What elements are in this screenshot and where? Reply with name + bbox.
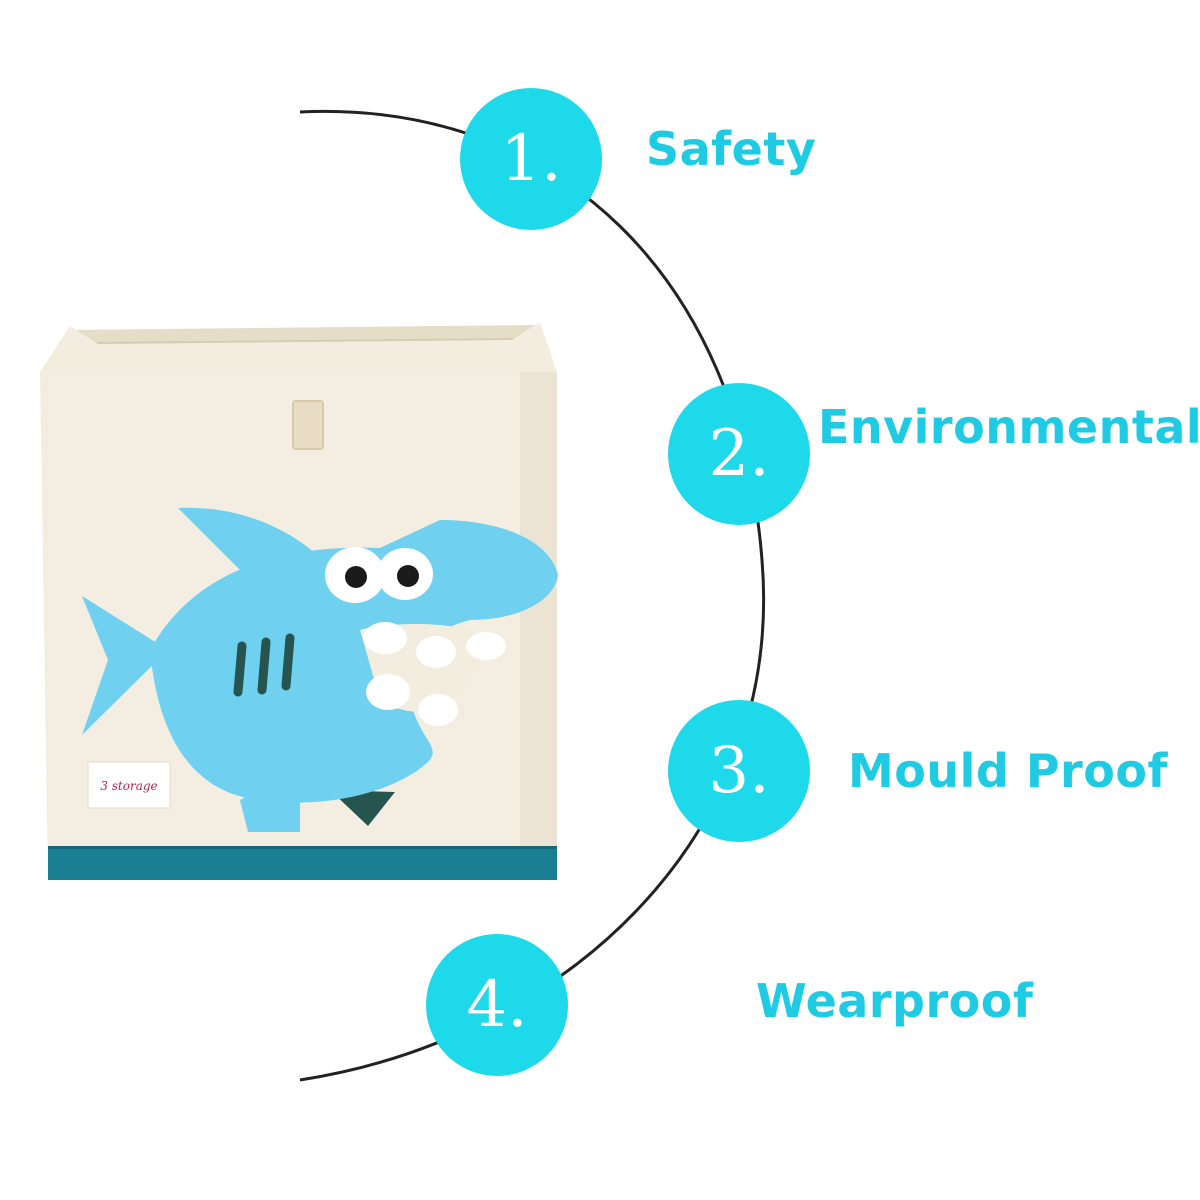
- feature-badge-1: 1.: [460, 88, 602, 230]
- feature-label-wearproof: Wearproof: [756, 974, 1033, 1028]
- feature-badge-4: 4.: [426, 934, 568, 1076]
- feature-badge-2: 2.: [668, 383, 810, 525]
- feature-label-mould-proof: Mould Proof: [848, 744, 1168, 798]
- feature-badge-3: 3.: [668, 700, 810, 842]
- feature-label-environmental: Environmental: [818, 400, 1200, 454]
- brand-tag: 3 storage: [100, 779, 157, 793]
- feature-label-safety: Safety: [646, 122, 816, 176]
